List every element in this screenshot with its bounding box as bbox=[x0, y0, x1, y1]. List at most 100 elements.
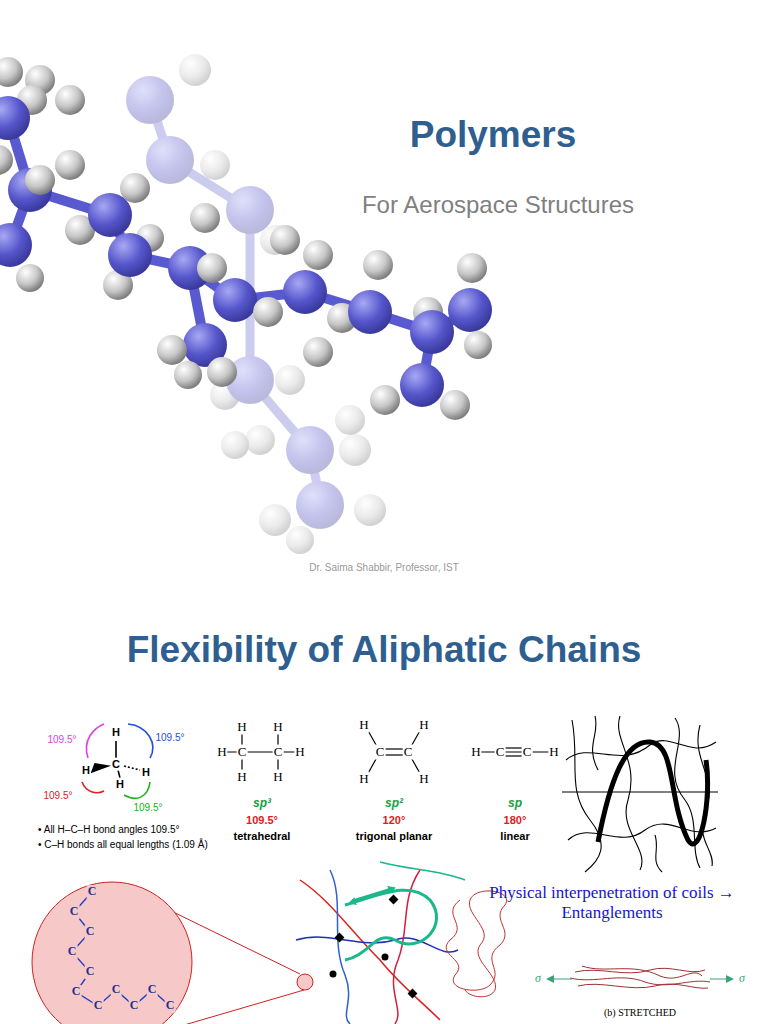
atom-symbol: H bbox=[236, 770, 247, 785]
polymer-molecule-part bbox=[363, 250, 393, 280]
atom-symbol: H bbox=[272, 720, 283, 735]
molecule-background-part bbox=[286, 426, 334, 474]
molecule-background-part bbox=[226, 186, 274, 234]
polymer-molecule-part bbox=[108, 233, 152, 277]
polymer-molecule-part bbox=[213, 278, 257, 322]
molecule-background-part bbox=[146, 136, 194, 184]
molecule-background-part bbox=[221, 431, 249, 459]
entanglement-sketch-part bbox=[598, 742, 708, 844]
angle-value: 120° bbox=[383, 814, 406, 827]
coil-network-part-part bbox=[389, 895, 399, 905]
polymer-molecule-part bbox=[55, 150, 85, 180]
chain-zoom-part bbox=[72, 892, 170, 1006]
polymer-molecule-part bbox=[0, 96, 30, 140]
coil-network-part-part bbox=[330, 971, 337, 978]
methane-angles-part bbox=[124, 782, 150, 798]
methane-angles-part bbox=[115, 741, 117, 758]
atom-symbol: C bbox=[273, 745, 284, 760]
chain-carbon: C bbox=[111, 983, 122, 997]
stress-symbol: σ bbox=[739, 972, 745, 986]
chain-carbon: C bbox=[67, 945, 78, 959]
geometry-name: linear bbox=[500, 830, 529, 843]
polymer-molecule-part bbox=[197, 253, 227, 283]
methane-angles-part bbox=[92, 764, 108, 772]
atom-symbol: H bbox=[470, 745, 481, 760]
coil-network-part-part bbox=[408, 989, 418, 999]
coil-network-part bbox=[350, 890, 390, 903]
angle-label: 109.5° bbox=[155, 732, 184, 744]
stretched-chains-part bbox=[578, 984, 708, 988]
atom-symbol: H bbox=[294, 745, 305, 760]
polymer-molecule-part bbox=[283, 270, 327, 314]
entanglement-caption: Physical interpenetration of coils → Ent… bbox=[466, 883, 758, 922]
polymer-molecule-part bbox=[174, 361, 202, 389]
chain-carbon: C bbox=[165, 999, 176, 1013]
molecule-background-part bbox=[259, 504, 291, 536]
atom-symbol: H bbox=[358, 772, 369, 787]
author-credit: Dr. Saima Shabbir, Professor, IST bbox=[309, 562, 459, 574]
atom-symbol: H bbox=[216, 745, 227, 760]
stretched-chains-part bbox=[548, 979, 572, 980]
polymer-molecule-part bbox=[448, 288, 492, 332]
chain-carbon: C bbox=[69, 905, 80, 919]
structural-formulae-part bbox=[478, 751, 554, 752]
polymer-molecule-part bbox=[348, 290, 392, 334]
polymer-molecule-part bbox=[464, 331, 492, 359]
stretched-chains bbox=[548, 966, 732, 988]
angle-label: 109.5° bbox=[43, 790, 72, 802]
chain-zoom-part bbox=[297, 974, 313, 990]
structural-formulae-part bbox=[224, 751, 300, 752]
atom-symbol: C bbox=[495, 745, 506, 760]
coil-network-part bbox=[446, 891, 506, 997]
molecule-background-part bbox=[200, 150, 230, 180]
atom-symbol: H bbox=[548, 745, 559, 760]
atom-symbol: C bbox=[375, 745, 386, 760]
polymer-molecule-part bbox=[0, 145, 13, 175]
angle-value: 180° bbox=[504, 814, 527, 827]
molecule-background-part bbox=[286, 526, 314, 554]
geometry-name: trigonal planar bbox=[356, 830, 432, 843]
chain-carbon: C bbox=[85, 925, 96, 939]
polymer-molecule-part bbox=[55, 85, 85, 115]
atom-symbol: C bbox=[403, 745, 414, 760]
atom-symbol: C bbox=[111, 758, 121, 771]
bullet-note: • All H–C–H bond angles 109.5° bbox=[38, 824, 179, 836]
molecule-background-part bbox=[296, 481, 344, 529]
molecule-background bbox=[126, 54, 386, 554]
subtitle: For Aerospace Structures bbox=[362, 191, 634, 219]
chain-carbon: C bbox=[87, 885, 98, 899]
polymer-molecule-part bbox=[0, 223, 32, 267]
chain-zoom-part bbox=[32, 882, 192, 1024]
atom-symbol: H bbox=[115, 778, 125, 791]
polymer-molecule-part bbox=[16, 264, 44, 292]
coil-network-part bbox=[300, 880, 440, 1020]
stress-symbol: σ bbox=[535, 972, 541, 986]
entanglement-sketch-part bbox=[568, 824, 716, 840]
structural-formulae-part bbox=[505, 747, 522, 748]
atom-symbol: H bbox=[81, 764, 91, 777]
polymer-molecule-part bbox=[253, 297, 283, 327]
atom-symbol: H bbox=[418, 772, 429, 787]
coil-network-part bbox=[330, 870, 350, 1024]
entanglement-sketch bbox=[562, 716, 718, 872]
chain-carbon: C bbox=[71, 985, 82, 999]
molecule-background-part bbox=[354, 494, 386, 526]
coil-network bbox=[296, 862, 507, 1024]
polymer-molecule-part bbox=[0, 57, 23, 87]
chain-carbon: C bbox=[85, 965, 96, 979]
chain-zoom bbox=[32, 882, 313, 1024]
molecule-background-part bbox=[245, 425, 275, 455]
stretched-chains-part bbox=[575, 968, 705, 973]
coil-network-part bbox=[330, 895, 418, 999]
figure-label: (b) STRETCHED bbox=[604, 1007, 676, 1019]
molecule-background-part bbox=[275, 365, 305, 395]
hybridization-label: sp bbox=[508, 797, 522, 811]
methane-angles-part bbox=[82, 782, 104, 793]
atom-symbol: C bbox=[522, 745, 533, 760]
polymer-molecule-part bbox=[457, 253, 487, 283]
structural-formulae-part bbox=[505, 755, 522, 756]
atom-symbol: H bbox=[358, 718, 369, 733]
entanglement-sketch-part bbox=[675, 718, 700, 868]
methane-angles-part bbox=[86, 724, 104, 758]
